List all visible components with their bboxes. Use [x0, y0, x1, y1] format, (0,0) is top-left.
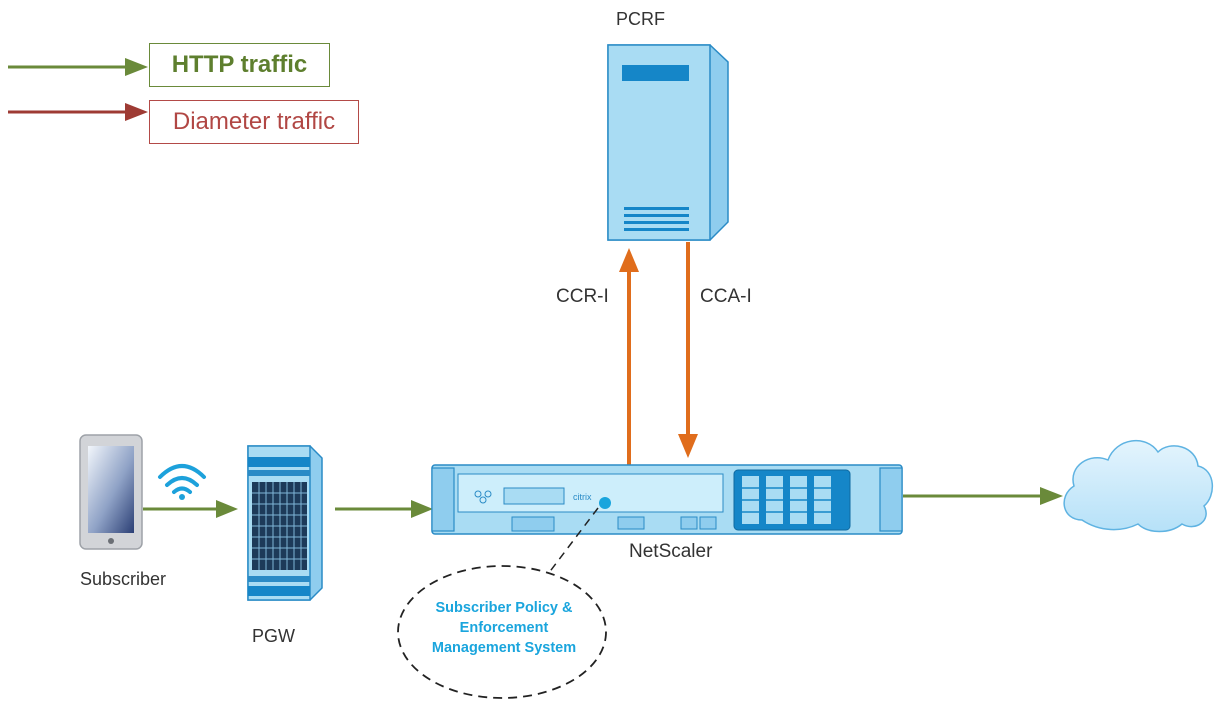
subscriber-label: Subscriber [80, 569, 167, 589]
pgw-label: PGW [252, 626, 295, 646]
smartphone-icon [79, 434, 143, 550]
callout-line-2: Enforcement [459, 620, 549, 636]
ccr-arrow [619, 248, 639, 465]
legend-http-arrow [8, 58, 148, 76]
pgw-server-icon [247, 445, 323, 601]
legend-http-traffic: HTTP traffic [149, 43, 330, 87]
pcrf-label: PCRF [616, 9, 665, 29]
cloud-icon [1063, 439, 1213, 533]
wifi-icon [158, 464, 206, 500]
http-arrow-subscriber-pgw [143, 500, 238, 518]
legend-diameter-traffic: Diameter traffic [149, 100, 359, 144]
netscaler-label: NetScaler [629, 541, 713, 562]
callout-ellipse [397, 565, 607, 699]
pcrf-server-icon [607, 44, 729, 241]
policy-management-callout: Subscriber Policy & Enforcement Manageme… [398, 598, 610, 658]
cca-arrow [678, 242, 698, 458]
legend-diameter-arrow [8, 103, 148, 121]
ccr-label: CCR-I [556, 286, 609, 307]
svg-text:citrix: citrix [573, 492, 592, 502]
callout-leader-line [544, 507, 599, 579]
cca-label: CCA-I [700, 286, 752, 307]
netscaler-appliance-icon: citrix [431, 464, 903, 535]
http-arrow-netscaler-cloud [903, 487, 1063, 505]
callout-line-3: Management System [431, 640, 577, 656]
http-arrow-pgw-netscaler [335, 500, 433, 518]
callout-line-1: Subscriber Policy & [435, 600, 573, 616]
